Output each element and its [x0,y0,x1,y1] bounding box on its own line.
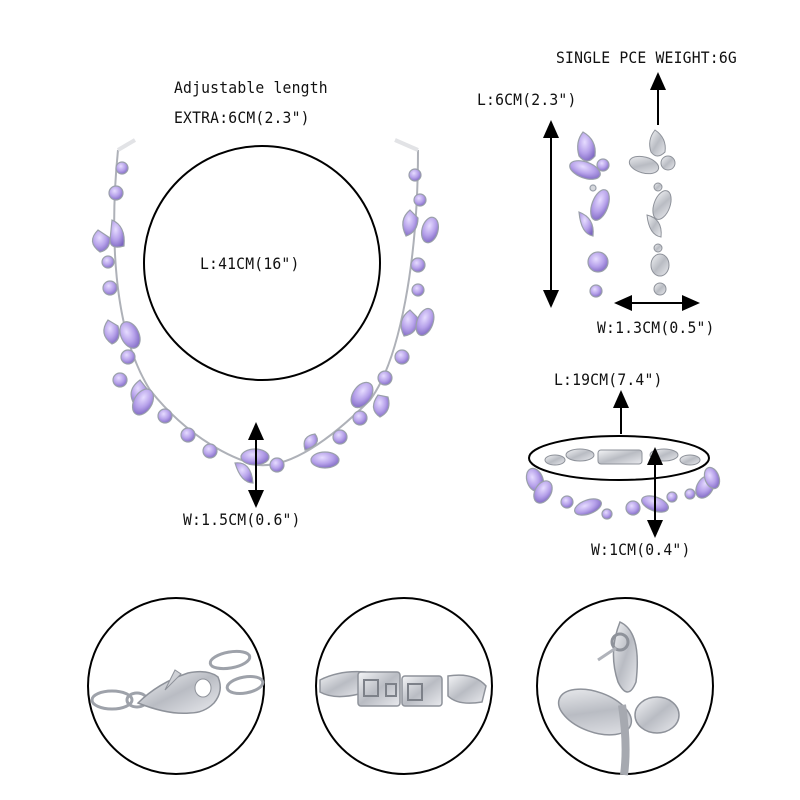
necklace-width-label: W:1.5CM(0.6") [183,510,301,529]
detail-fold-over-clasp [315,597,493,775]
bracelet-length-ellipse [528,435,710,481]
bracelet-length-label: L:19CM(7.4") [554,370,663,389]
detail-earring-back [536,597,714,776]
detail-lobster-clasp [87,597,265,775]
earring-width-label: W:1.3CM(0.5") [597,318,715,337]
bracelet [525,390,721,538]
bracelet-width-label: W:1CM(0.4") [591,540,691,559]
necklace [91,138,440,508]
necklace-adjustable-title: Adjustable length [174,78,328,97]
earrings [543,72,700,311]
necklace-extra-label: EXTRA:6CM(2.3") [174,108,310,127]
necklace-length-label: L:41CM(16") [200,254,300,273]
necklace-length-circle [143,145,381,381]
earring-length-label: L:6CM(2.3") [477,90,577,109]
earring-weight-label: SINGLE PCE WEIGHT:6G [556,48,737,67]
